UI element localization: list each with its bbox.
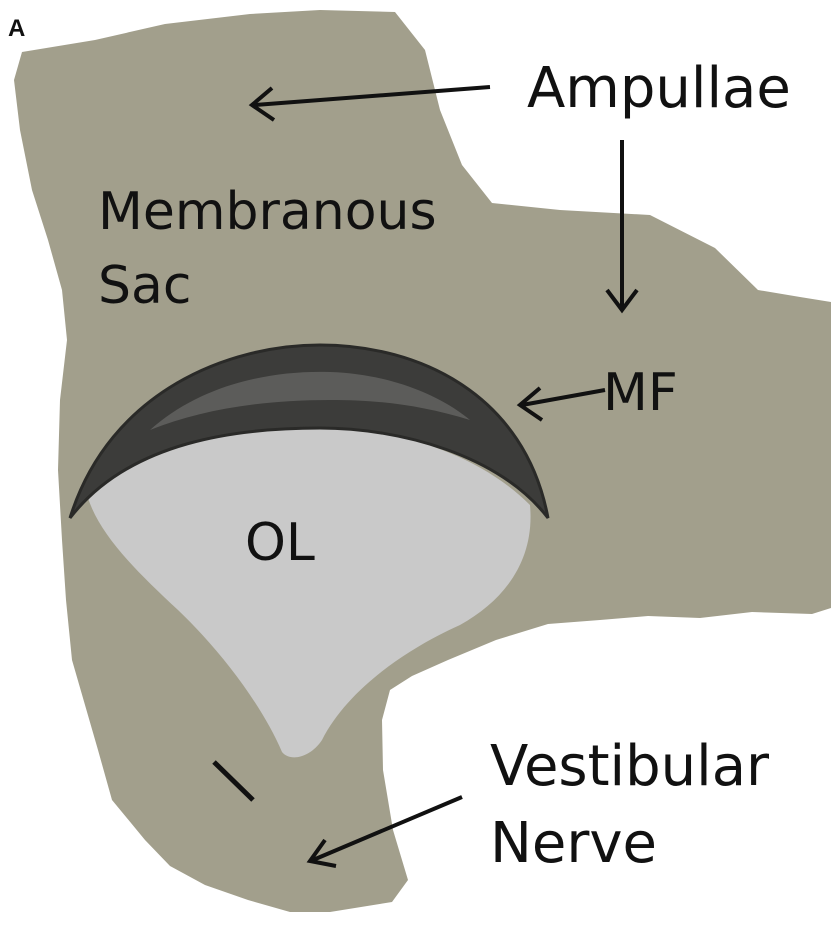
membranous-sac-label-line1: Membranous xyxy=(98,182,437,242)
vestibular-nerve-label-line1: Vestibular xyxy=(490,734,770,799)
ampullae-label: Ampullae xyxy=(527,56,791,121)
ol-label: OL xyxy=(245,513,315,573)
panel-letter: A xyxy=(8,15,25,42)
mf-label: MF xyxy=(603,363,678,423)
membranous-sac-label-line2: Sac xyxy=(98,256,191,316)
vestibular-nerve-label-line2: Nerve xyxy=(490,811,657,876)
